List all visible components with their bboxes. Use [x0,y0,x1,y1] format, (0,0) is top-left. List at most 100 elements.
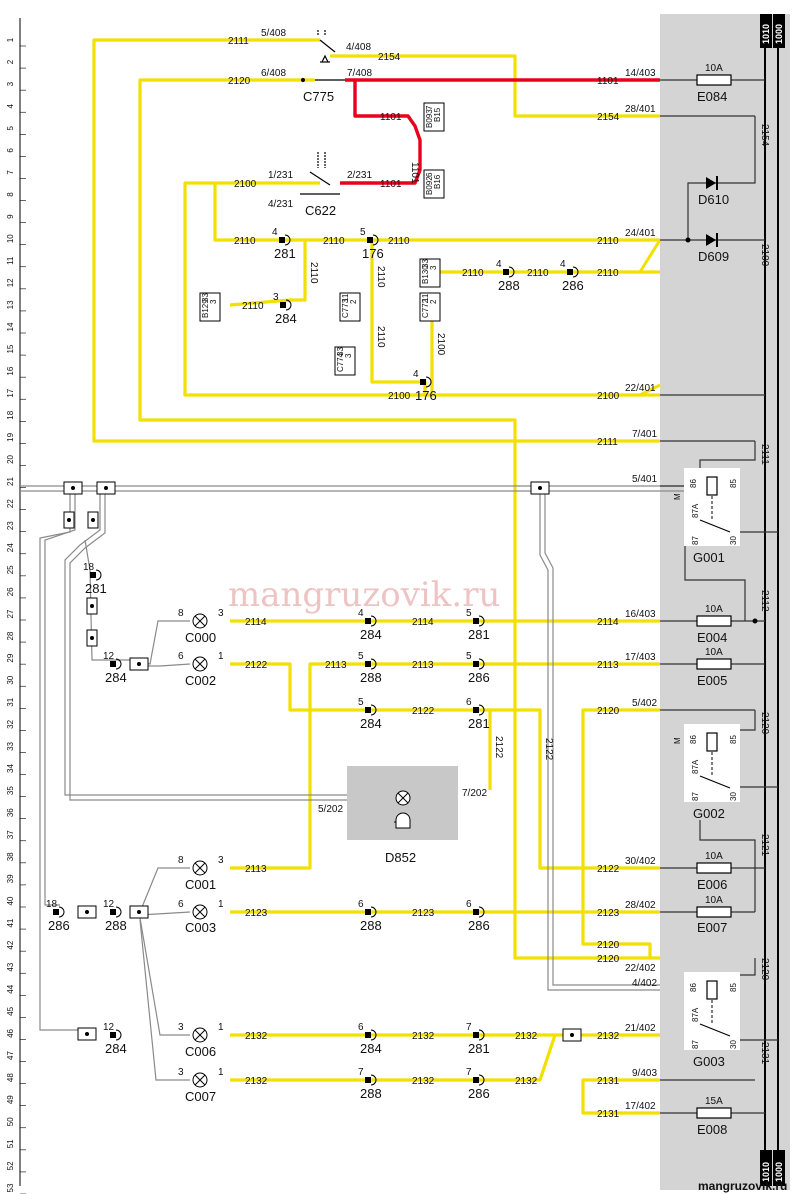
row-number: 30 [6,675,15,684]
wire-label: 2111 [759,444,770,465]
fuse-e007-label: E007 [697,920,727,935]
connector-socket [110,661,116,667]
fuse-rating: 15A [705,1096,723,1107]
wire-label: 2132 [412,1031,435,1042]
connector-socket [365,1032,371,1038]
wire-label: 2113 [597,660,619,671]
pin-label: 16/403 [625,609,656,620]
plug-box-text: C773 [341,298,350,318]
fuse-labels: 10A E084 10A E004 10A E005 10A E006 10A … [697,63,727,1137]
relay-pin-85: 85 [729,735,738,744]
connector-socket-arc [370,1029,377,1041]
row-number: 44 [6,984,15,993]
row-number: 31 [6,697,15,706]
plug-box-text: 33 [336,347,345,356]
row-number: 16 [6,366,15,375]
connector-pin-label: 5 [360,227,366,238]
plug-box-text: B093 [425,109,434,128]
wire-label: 2112 [759,590,770,612]
pin-3: 3 [218,608,224,619]
wire-label: 2120 [597,954,620,965]
row-number: 27 [6,609,15,618]
row-number: 38 [6,852,15,861]
wire-label: 2110 [388,236,410,247]
wire-label: 2110 [242,301,264,312]
connector-socket [90,572,96,578]
connector-number-label: 281 [468,627,490,642]
relay-pin-87: 87 [691,792,700,801]
wire-label: 2110 [234,236,256,247]
wire-label: 2100 [234,179,257,190]
row-number: 9 [6,214,15,219]
switch-c622 [300,152,340,195]
connector-socket-arc [370,906,377,918]
diode-d610: D610 [698,176,729,207]
connector-socket [473,1032,479,1038]
wire-label: 2122 [543,738,554,761]
row-number: 46 [6,1028,15,1037]
plug-box-text: 33 [421,259,430,268]
pin-label: 5/408 [261,28,286,39]
plug-box-text: B129 [201,299,210,318]
row-number: 26 [6,587,15,596]
lamp-c003-label: C003 [185,920,216,935]
plug-box-text: 3 [344,353,353,358]
connector-socket [365,1077,371,1083]
row-number: 45 [6,1006,15,1015]
pin-label: 4/231 [268,199,293,210]
wire-label: 2113 [245,864,267,875]
row-numbers: 1234567891011121314151617181920212223242… [6,37,26,1194]
row-number: 34 [6,764,15,773]
connector-pin-label: 12 [103,1022,115,1033]
connector-number-label: 284 [360,627,382,642]
row-number: 22 [6,499,15,508]
connector-socket [280,302,286,308]
connector-pin-label: 3 [273,292,279,303]
pin-3: 3 [218,855,224,866]
row-number: 42 [6,940,15,949]
row-number: 15 [6,344,15,353]
connector-number-label: 284 [105,1041,127,1056]
wire-label: 2100 [597,391,620,402]
connector-number-label: 288 [498,278,520,293]
connector-socket [567,269,573,275]
splice-boxes [63,481,582,1042]
wire-label: 2110 [323,236,345,247]
wire-label: 2120 [228,76,251,87]
row-number: 52 [6,1161,15,1170]
plug-box-text: 3 [429,265,438,270]
relay-g003: 86 85 87A 87 30 G003 [684,972,740,1069]
connector-number-label: 284 [360,716,382,731]
connector-socket [53,909,59,915]
ground-wires [20,485,685,1081]
bus-label-1010-top: 1010 [761,24,771,44]
row-number: 20 [6,454,15,463]
relay-g002: 86 85 87A 87 30 M G002 [673,724,740,821]
switch-c775 [315,30,345,81]
pin-6: 6 [178,899,184,910]
fuse-e004-label: E004 [697,630,727,645]
pin-label: 7/408 [347,68,372,79]
row-number: 36 [6,808,15,817]
wire-label: 2121 [759,834,770,857]
relay-pin-87: 87 [691,1040,700,1049]
plug-box-text: 2 [349,299,358,304]
row-number: 14 [6,322,15,331]
row-number: 6 [6,148,15,153]
connector-socket [367,237,373,243]
fuse-rating: 10A [705,647,723,658]
pin-label: 28/401 [625,104,656,115]
wire-label: 2100 [435,333,446,356]
pin-label: 24/401 [625,228,656,239]
row-number: 2 [6,59,15,64]
plug-box-text: 6 [425,172,434,177]
connector-socket [473,909,479,915]
connector-socket-arc [372,234,379,246]
bus-label-1000-bottom: 1000 [774,1162,784,1182]
lamp-c002-label: C002 [185,673,216,688]
connector-number-label: 286 [468,670,490,685]
wire-label: 2114 [597,617,619,628]
connector-pin-label: 6 [358,899,364,910]
lamp-c006-label: C006 [185,1044,216,1059]
connector-number-label: 288 [360,1086,382,1101]
